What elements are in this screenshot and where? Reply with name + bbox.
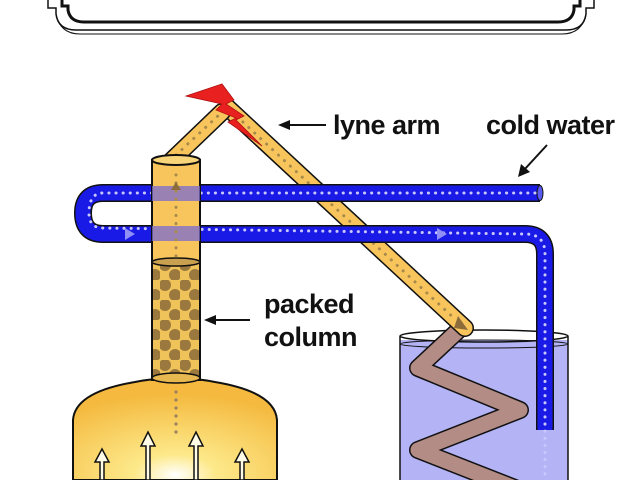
lyne-arm <box>163 98 474 337</box>
flow-arrow-icon <box>437 228 447 240</box>
packed-label: packed <box>264 289 354 319</box>
up-arrow-icon <box>139 430 157 480</box>
heat-flash-icon <box>184 83 263 147</box>
label-lyne-arm: lyne arm <box>278 110 441 140</box>
flow-arrow-icon <box>454 316 468 330</box>
packed-column <box>151 154 201 384</box>
flow-arrow-icon <box>171 182 181 190</box>
title-frame <box>47 0 595 35</box>
cold-water-label: cold water <box>486 110 616 140</box>
label-packed-column: packed column <box>204 289 358 352</box>
column-label: column <box>264 322 357 352</box>
rising-vapor-arrows <box>93 430 251 480</box>
condenser-coil <box>409 318 529 480</box>
up-arrow-icon <box>233 447 251 480</box>
flow-arrow-icon <box>125 228 135 240</box>
up-arrow-icon <box>187 430 205 480</box>
label-cold-water: cold water <box>486 110 616 177</box>
lyne-arm-label: lyne arm <box>333 110 440 140</box>
pot-still-boiler <box>72 377 278 480</box>
up-arrow-icon <box>93 447 111 480</box>
cold-water-pipe <box>73 184 554 480</box>
